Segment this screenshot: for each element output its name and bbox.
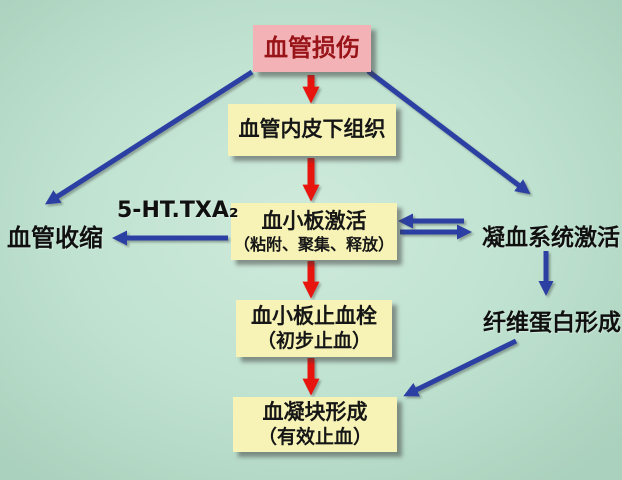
node-platelet-plug: 血小板止血栓 （初步止血） [236, 300, 392, 357]
node-platelet-plug-sublabel: （初步止血） [256, 329, 371, 352]
node-platelet-activation-sublabel: （粘附、聚集、释放） [233, 234, 394, 254]
node-blood-clot-sublabel: （有效止血） [257, 425, 372, 448]
node-platelet-plug-label: 血小板止血栓 [251, 304, 377, 329]
node-subendothelial-tissue-label: 血管内皮下组织 [238, 117, 386, 142]
node-subendothelial-tissue: 血管内皮下组织 [228, 104, 396, 156]
arrow-injury-to-vasoconstriction [44, 69, 254, 205]
label-vasoconstriction: 血管收缩 [7, 224, 103, 252]
label-mediator-5ht-txa2: 5-HT.TXA₂ [117, 198, 239, 223]
node-vessel-injury: 血管损伤 [253, 25, 371, 72]
arrow-fibrin-to-clot [403, 338, 518, 397]
label-fibrin-formation: 纤维蛋白形成 [483, 310, 621, 336]
node-vessel-injury-label: 血管损伤 [264, 33, 360, 62]
arrow-injury-to-coagulation [366, 69, 531, 195]
node-platelet-activation-label: 血小板激活 [261, 208, 367, 233]
label-coagulation-activation: 凝血系统激活 [482, 225, 620, 251]
node-platelet-activation: 血小板激活 （粘附、聚集、释放） [231, 203, 397, 260]
node-blood-clot-label: 血凝块形成 [262, 400, 368, 425]
node-blood-clot: 血凝块形成 （有效止血） [233, 397, 397, 452]
